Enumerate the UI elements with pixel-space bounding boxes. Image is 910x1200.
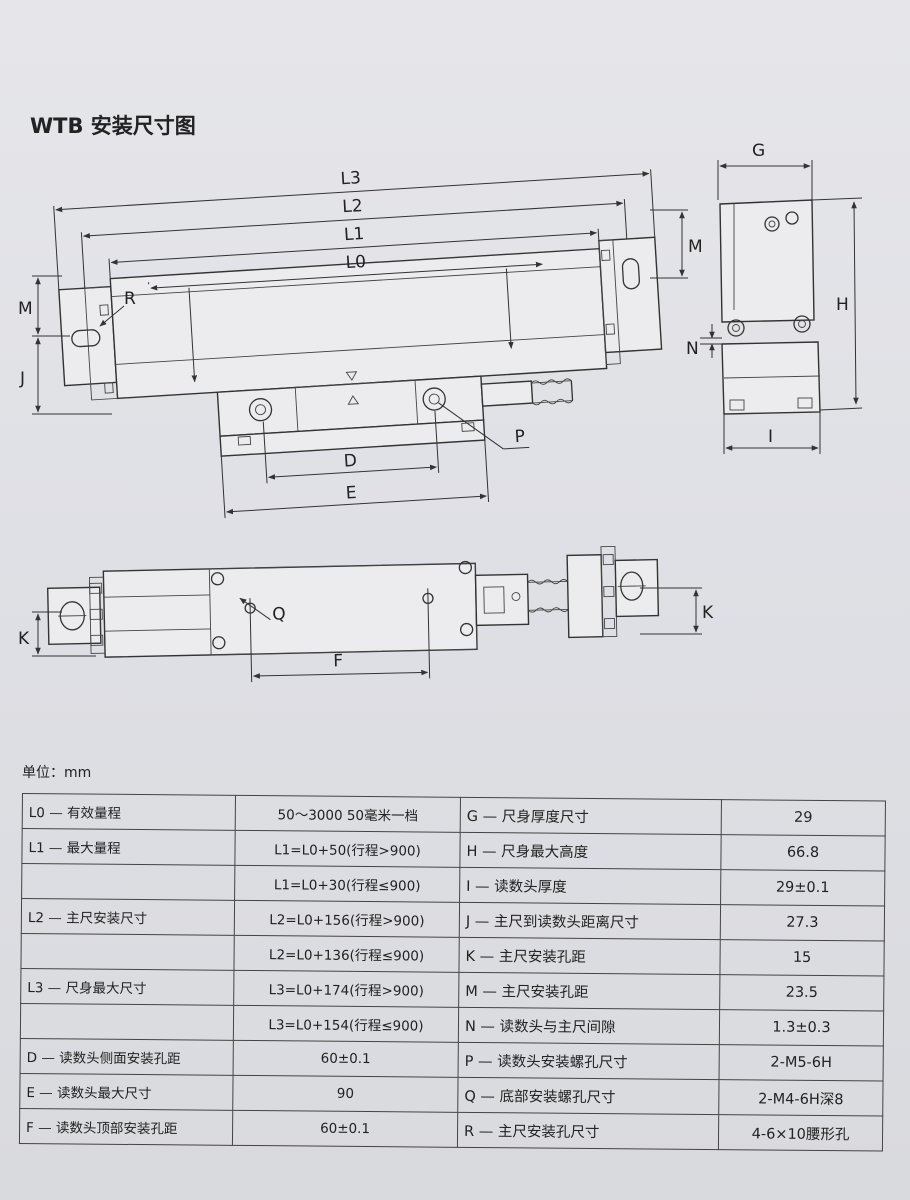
param-name-left (20, 1003, 234, 1041)
param-name-left: F — 读数头顶部安装孔距 (19, 1108, 233, 1146)
param-value-left: 50～3000 50毫米一档 (235, 795, 461, 833)
alignment-mark-bottom (347, 395, 360, 405)
param-value-left: 60±0.1 (233, 1040, 459, 1078)
param-name-right: P — 读数头安装螺孔尺寸 (458, 1042, 720, 1080)
label-K-left: K (18, 629, 30, 649)
top-view: F Q (46, 545, 660, 683)
param-value-right: 15 (719, 939, 885, 977)
label-E: E (345, 483, 357, 504)
param-value-left: L2=L0+156(行程>900) (234, 900, 460, 938)
dim-H (851, 201, 859, 405)
label-K-right: K (702, 603, 714, 623)
label-J: J (19, 369, 25, 389)
label-L2: L2 (342, 196, 363, 217)
label-H: H (836, 295, 849, 315)
param-value-left: L1=L0+50(行程>900) (234, 830, 461, 868)
param-value-left: L3=L0+154(行程≤900) (233, 1005, 459, 1043)
param-value-left: L3=L0+174(行程>900) (233, 970, 459, 1008)
param-name-right: R — 主尺安装孔尺寸 (457, 1112, 719, 1150)
label-N: N (686, 339, 699, 359)
label-L0: L0 (345, 252, 366, 273)
param-name-right: N — 读数头与主尺间隙 (458, 1007, 720, 1045)
param-name-right: H — 尺身最大高度 (459, 832, 722, 870)
param-name-right: G — 尺身厚度尺寸 (460, 797, 722, 835)
label-R: R (124, 289, 136, 309)
top-k-dims: K K (18, 587, 714, 657)
label-M-right: M (688, 237, 703, 257)
label-M-left: M (18, 299, 33, 319)
drawing-title: WTB 安装尺寸图 (30, 114, 196, 138)
head-screw-right (422, 387, 446, 411)
param-value-right: 2-M5-6H (719, 1044, 884, 1082)
param-name-left: E — 读数头最大尺寸 (19, 1073, 234, 1111)
dim-E (226, 493, 487, 515)
label-Q: Q (272, 604, 286, 624)
param-name-right: Q — 底部安装螺孔尺寸 (457, 1077, 720, 1115)
param-value-right: 1.3±0.3 (719, 1009, 884, 1047)
param-name-right: I — 读数头厚度 (459, 867, 721, 905)
front-left-dims: M J R M (18, 209, 703, 415)
param-name-right: J — 主尺到读数头距离尺寸 (459, 902, 721, 940)
param-name-right: K — 主尺安装孔距 (458, 937, 721, 975)
param-name-left: D — 读数头侧面安装孔距 (20, 1038, 234, 1076)
param-value-right: 29 (721, 799, 886, 837)
alignment-mark-top (345, 371, 358, 381)
param-value-left: L1=L0+30(行程≤900) (234, 865, 460, 903)
top-scale-body (102, 562, 478, 658)
right-bracket (598, 236, 663, 354)
param-name-left (20, 933, 235, 971)
label-P: P (514, 427, 525, 448)
param-value-right: 2-M4-6H深8 (718, 1079, 884, 1117)
param-value-right: 23.5 (719, 974, 884, 1012)
label-L3: L3 (340, 168, 361, 189)
waist-hole-left (71, 329, 101, 348)
side-scale-body (719, 199, 815, 323)
cable-spring (531, 378, 573, 406)
installation-dimension-drawing: WTB 安装尺寸图 (18, 114, 863, 683)
param-value-left: 60±0.1 (232, 1110, 458, 1148)
param-name-left: L0 — 有效量程 (22, 793, 236, 831)
param-value-right: 27.3 (720, 904, 885, 942)
label-G: G (752, 141, 765, 161)
label-L1: L1 (343, 224, 364, 245)
param-name-left: L1 — 最大量程 (21, 828, 236, 866)
dim-L0 (150, 261, 543, 291)
front-view: L3 L2 L1 L0 D E P (53, 168, 663, 519)
param-value-right: 4-6×10腰形孔 (718, 1114, 883, 1152)
param-value-right: 29±0.1 (720, 869, 885, 907)
waist-hole-right (621, 258, 641, 290)
dim-F (252, 669, 429, 679)
param-name-left (21, 863, 235, 901)
leader-Q (239, 597, 271, 621)
leader-R (99, 305, 125, 327)
dim-L1 (110, 230, 598, 265)
label-D: D (343, 451, 357, 472)
top-connector (474, 573, 530, 627)
param-name-left: L3 — 尺身最大尺寸 (20, 968, 234, 1006)
param-name-left: L2 — 主尺安装尺寸 (21, 898, 235, 936)
label-I: I (768, 427, 773, 447)
param-value-left: 90 (232, 1075, 459, 1113)
label-F: F (333, 651, 343, 671)
side-view: G H N I (686, 141, 863, 454)
param-value-left: L2=L0+136(行程≤900) (233, 935, 460, 973)
head-screw-left (248, 398, 273, 422)
param-value-right: 66.8 (720, 834, 886, 872)
param-name-right: M — 主尺安装孔距 (458, 972, 720, 1010)
unit-label: 单位：mm (22, 765, 92, 781)
dim-D (267, 464, 438, 480)
leader-P (438, 402, 504, 450)
cable-connector (480, 380, 534, 407)
